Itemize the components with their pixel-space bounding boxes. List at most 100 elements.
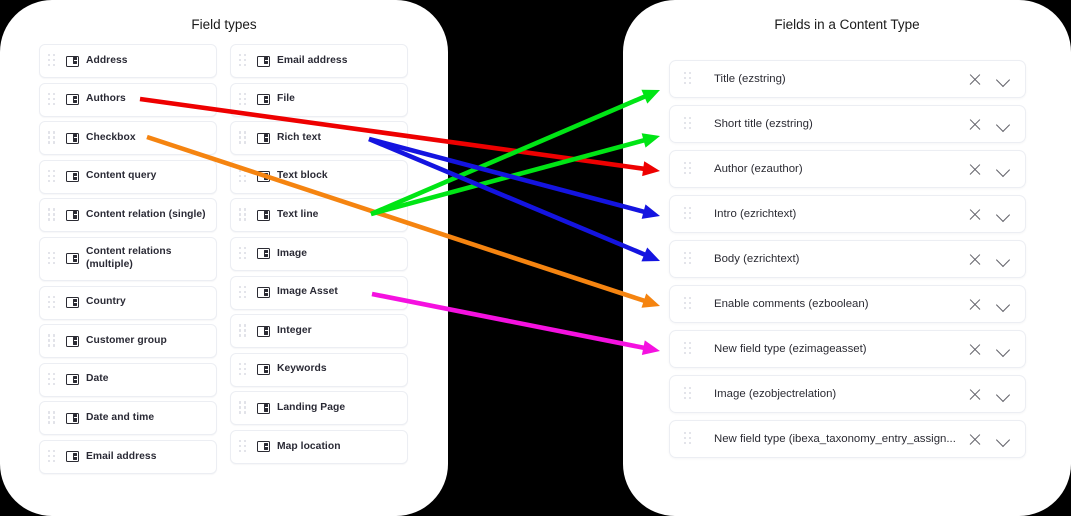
- remove-field-icon[interactable]: [965, 429, 985, 449]
- content-type-field-row[interactable]: Intro (ezrichtext): [669, 195, 1026, 233]
- chevron-down-icon[interactable]: [993, 114, 1013, 134]
- chevron-down-icon[interactable]: [993, 339, 1013, 359]
- content-type-field-label: Intro (ezrichtext): [714, 208, 797, 220]
- drag-handle-icon[interactable]: [48, 251, 58, 266]
- field-type-item[interactable]: Keywords: [230, 352, 408, 387]
- field-type-item[interactable]: Address: [39, 44, 217, 78]
- field-type-label: Content query: [86, 170, 157, 182]
- drag-handle-icon[interactable]: [48, 411, 58, 425]
- chevron-down-icon[interactable]: [993, 294, 1013, 314]
- field-type-icon: [257, 287, 270, 299]
- field-type-item[interactable]: Date: [39, 362, 217, 397]
- field-type-icon: [257, 441, 270, 453]
- field-type-icon: [257, 94, 270, 106]
- drag-handle-icon[interactable]: [239, 285, 249, 300]
- field-type-item[interactable]: Text block: [230, 159, 408, 194]
- content-type-field-row[interactable]: Author (ezauthor): [669, 150, 1026, 188]
- remove-field-icon[interactable]: [965, 114, 985, 134]
- content-type-field-label: Title (ezstring): [714, 73, 786, 85]
- field-type-label: Text block: [277, 170, 328, 182]
- content-type-field-row[interactable]: New field type (ezimageasset): [669, 330, 1026, 368]
- field-type-icon: [66, 209, 79, 221]
- remove-field-icon[interactable]: [965, 204, 985, 224]
- field-type-label: Date and time: [86, 411, 155, 423]
- field-type-item[interactable]: Email address: [230, 44, 408, 78]
- field-type-item[interactable]: Date and time: [39, 401, 217, 436]
- drag-handle-icon[interactable]: [239, 92, 249, 107]
- drag-handle-icon[interactable]: [239, 439, 249, 454]
- drag-handle-icon[interactable]: [239, 324, 249, 338]
- remove-field-icon[interactable]: [965, 159, 985, 179]
- field-type-item[interactable]: Text line: [230, 198, 408, 233]
- content-type-field-label: Body (ezrichtext): [714, 253, 800, 265]
- drag-handle-icon[interactable]: [48, 131, 58, 145]
- field-type-icon: [257, 132, 270, 144]
- content-type-field-row[interactable]: Image (ezobjectrelation): [669, 375, 1026, 413]
- remove-field-icon[interactable]: [965, 249, 985, 269]
- drag-handle-icon[interactable]: [48, 169, 58, 184]
- content-type-field-row[interactable]: Body (ezrichtext): [669, 240, 1026, 278]
- field-type-label: Country: [86, 296, 126, 308]
- remove-field-icon[interactable]: [965, 294, 985, 314]
- field-type-icon: [66, 132, 79, 144]
- content-type-field-row[interactable]: Short title (ezstring): [669, 105, 1026, 143]
- drag-handle-icon[interactable]: [239, 246, 249, 261]
- field-type-label: Map location: [277, 440, 341, 452]
- drag-handle-icon[interactable]: [239, 208, 249, 222]
- drag-handle-icon[interactable]: [239, 131, 249, 145]
- chevron-down-icon[interactable]: [993, 249, 1013, 269]
- chevron-down-icon[interactable]: [993, 384, 1013, 404]
- chevron-down-icon[interactable]: [993, 69, 1013, 89]
- drag-handle-icon[interactable]: [239, 401, 249, 415]
- drag-handle-icon[interactable]: [48, 92, 58, 107]
- drag-handle-icon[interactable]: [684, 342, 694, 356]
- content-type-field-label: Short title (ezstring): [714, 118, 813, 130]
- drag-handle-icon[interactable]: [684, 117, 694, 131]
- drag-handle-icon[interactable]: [48, 449, 58, 464]
- field-type-item[interactable]: Map location: [230, 429, 408, 464]
- drag-handle-icon[interactable]: [239, 169, 249, 184]
- drag-handle-icon[interactable]: [684, 252, 694, 266]
- content-type-field-row[interactable]: Title (ezstring): [669, 60, 1026, 98]
- drag-handle-icon[interactable]: [684, 432, 694, 446]
- drag-handle-icon[interactable]: [684, 72, 694, 86]
- drag-handle-icon[interactable]: [684, 162, 694, 176]
- drag-handle-icon[interactable]: [48, 54, 58, 68]
- field-type-item[interactable]: Landing Page: [230, 391, 408, 426]
- field-type-item[interactable]: Image: [230, 236, 408, 271]
- content-type-field-row[interactable]: New field type (ibexa_taxonomy_entry_ass…: [669, 420, 1026, 458]
- field-type-label: File: [277, 93, 295, 105]
- field-type-item[interactable]: Email address: [39, 439, 217, 474]
- chevron-down-icon[interactable]: [993, 204, 1013, 224]
- drag-handle-icon[interactable]: [684, 207, 694, 221]
- field-type-item[interactable]: Image Asset: [230, 275, 408, 310]
- field-type-item[interactable]: Content relations (multiple): [39, 236, 217, 281]
- drag-handle-icon[interactable]: [684, 387, 694, 401]
- remove-field-icon[interactable]: [965, 339, 985, 359]
- field-type-item[interactable]: Customer group: [39, 324, 217, 359]
- field-type-item[interactable]: Content relation (single): [39, 198, 217, 233]
- remove-field-icon[interactable]: [965, 69, 985, 89]
- drag-handle-icon[interactable]: [684, 297, 694, 311]
- drag-handle-icon[interactable]: [48, 295, 58, 310]
- content-type-fields-title: Fields in a Content Type: [774, 17, 920, 32]
- drag-handle-icon[interactable]: [48, 372, 58, 387]
- field-type-item[interactable]: Authors: [39, 82, 217, 117]
- field-type-item[interactable]: Checkbox: [39, 121, 217, 156]
- field-type-item[interactable]: Content query: [39, 159, 217, 194]
- chevron-down-icon[interactable]: [993, 429, 1013, 449]
- drag-handle-icon[interactable]: [48, 334, 58, 348]
- field-type-item[interactable]: Integer: [230, 314, 408, 349]
- chevron-down-icon[interactable]: [993, 159, 1013, 179]
- field-type-item[interactable]: Rich text: [230, 121, 408, 156]
- drag-handle-icon[interactable]: [239, 362, 249, 377]
- field-type-icon: [66, 55, 79, 67]
- field-type-item[interactable]: File: [230, 82, 408, 117]
- remove-field-icon[interactable]: [965, 384, 985, 404]
- drag-handle-icon[interactable]: [239, 54, 249, 68]
- content-type-field-row[interactable]: Enable comments (ezboolean): [669, 285, 1026, 323]
- field-type-item[interactable]: Country: [39, 285, 217, 320]
- drag-handle-icon[interactable]: [48, 208, 58, 222]
